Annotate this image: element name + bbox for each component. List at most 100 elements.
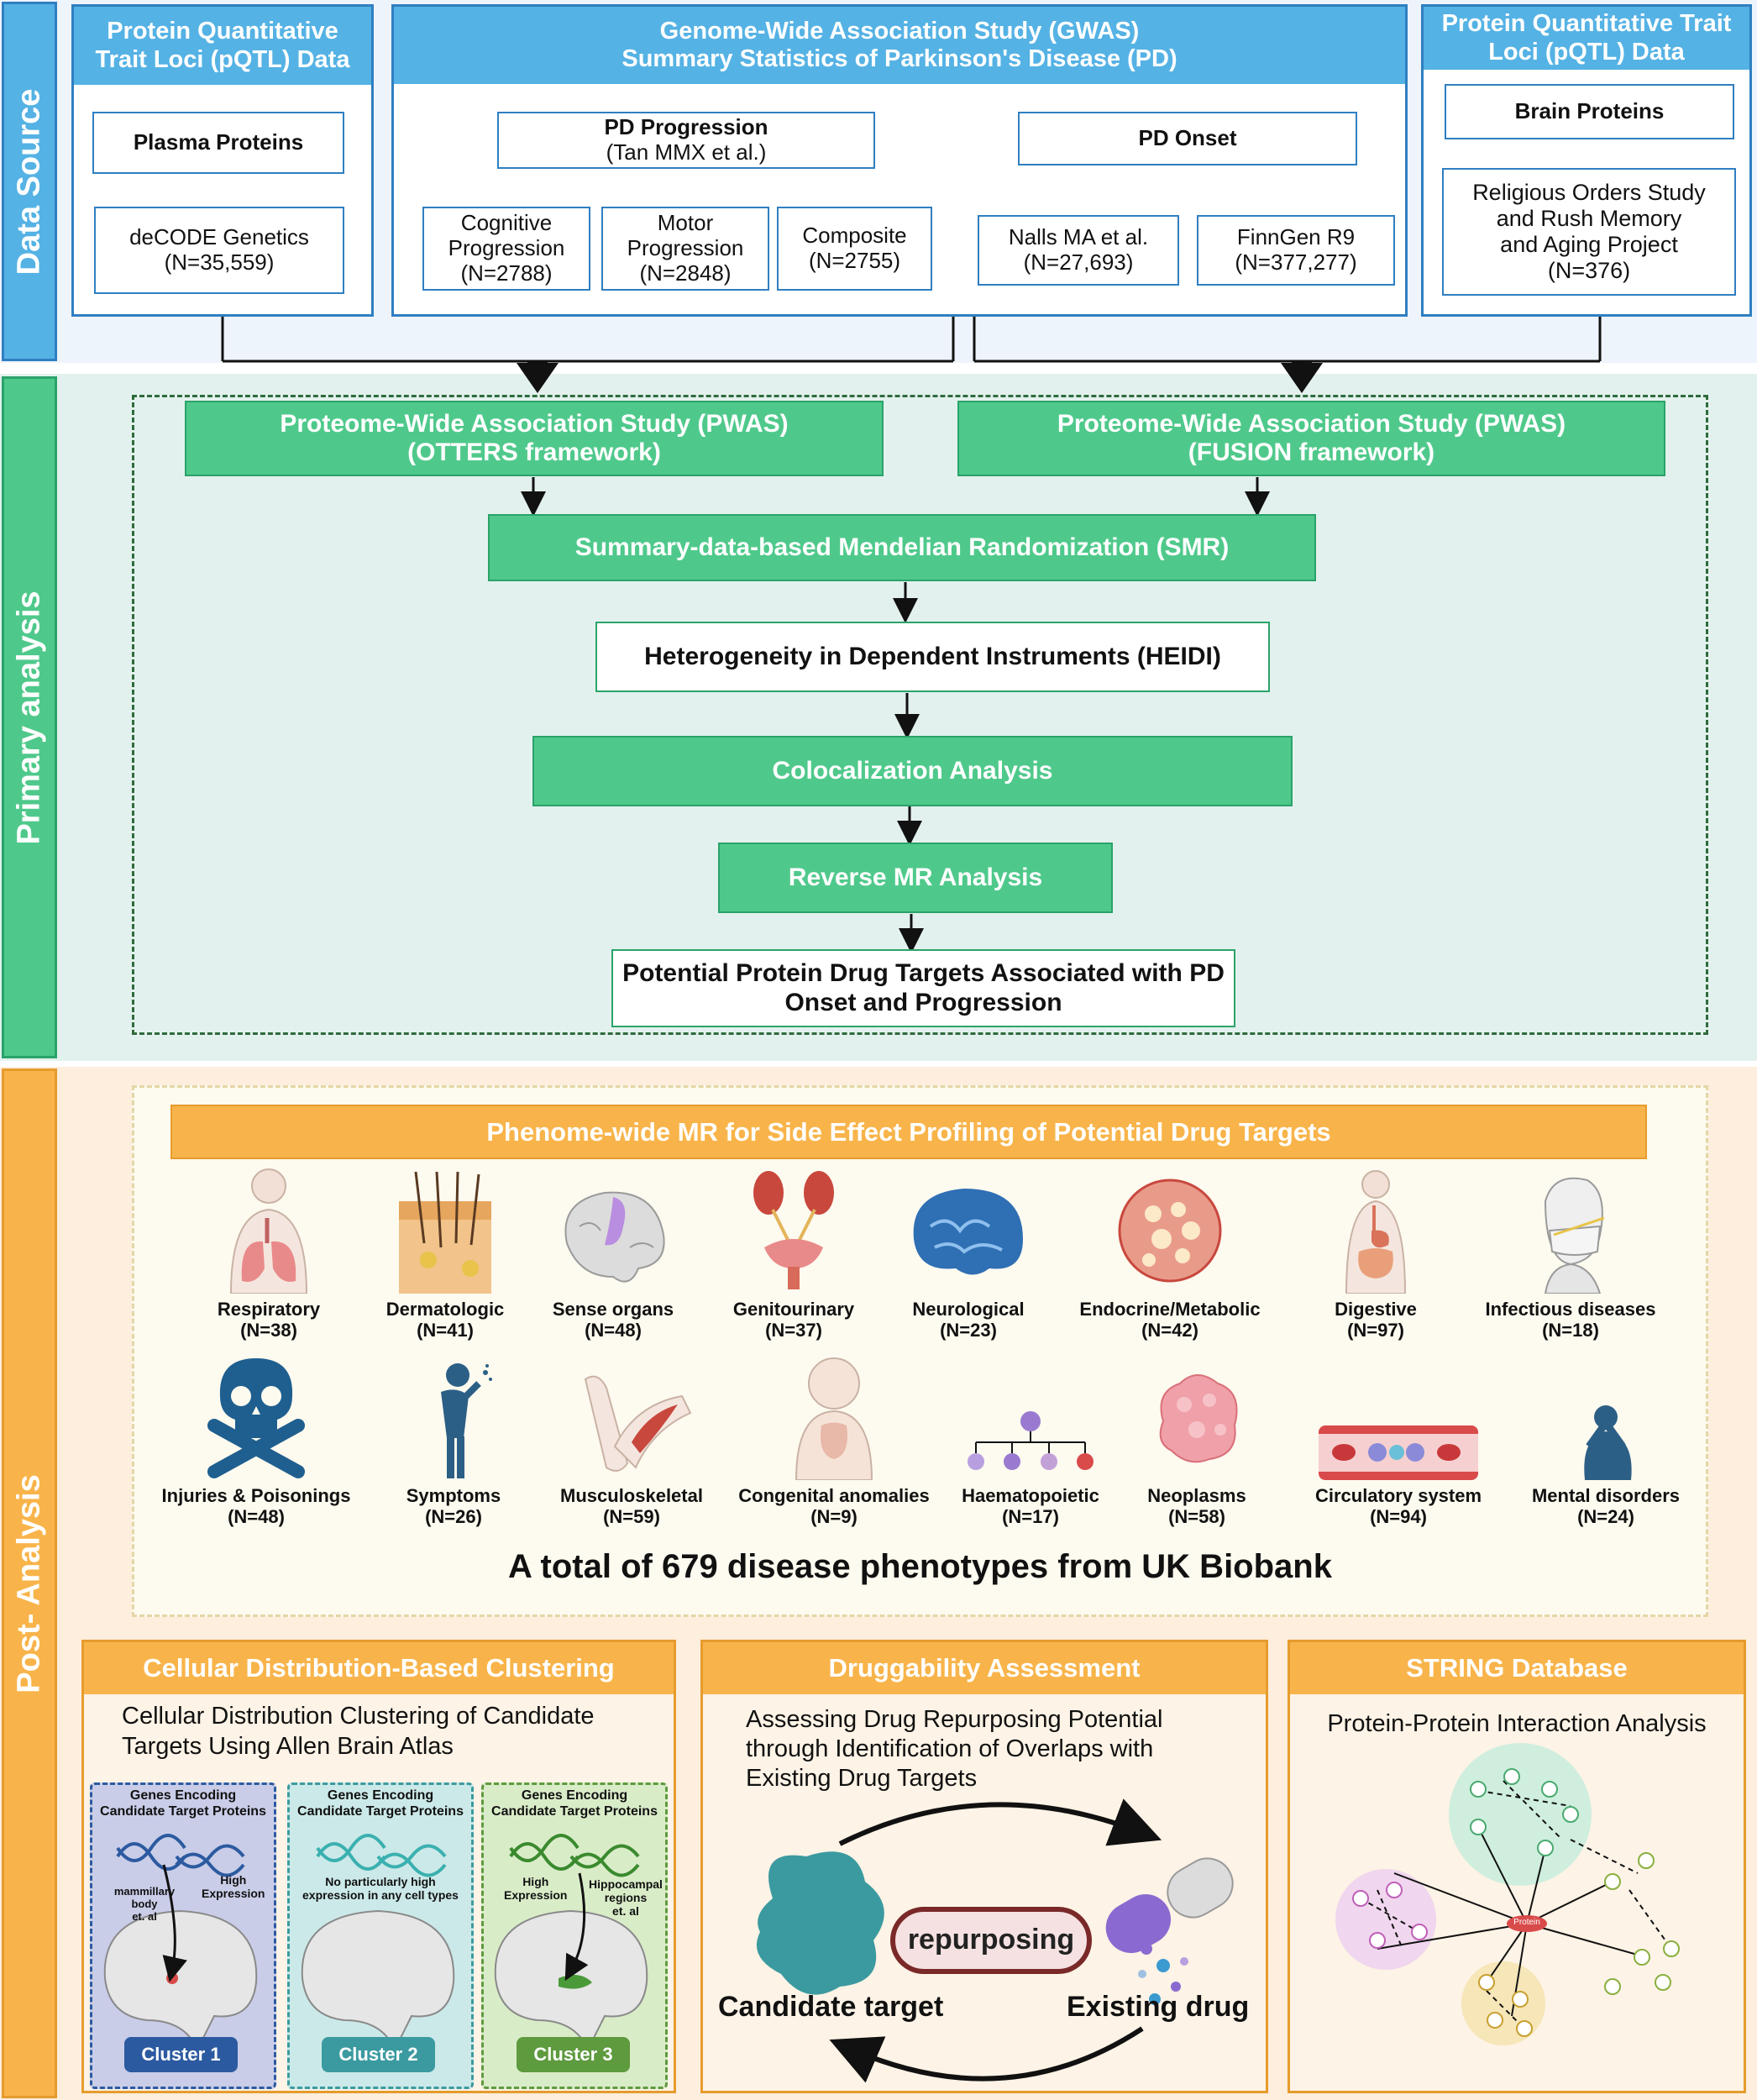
phenotype-count: (N=9)	[810, 1506, 858, 1528]
phewas-title: Phenome-wide MR for Side Effect Profilin…	[170, 1105, 1647, 1159]
phenotype-name: Neoplasms	[1147, 1485, 1246, 1506]
phenotype-digestive: Digestive (N=97)	[1271, 1168, 1481, 1341]
phenotype-count: (N=59)	[603, 1506, 660, 1528]
phenotype-name: Circulatory system	[1314, 1485, 1482, 1506]
phenotype-count: (N=48)	[228, 1506, 285, 1528]
phenotype-haematopoietic: Haematopoietic (N=17)	[926, 1354, 1135, 1528]
neuro-brain-icon	[913, 1189, 1023, 1275]
gwas-title: Genome-Wide Association Study (GWAS) Sum…	[394, 7, 1405, 84]
fat-cell-icon	[1118, 1179, 1222, 1283]
composite-box: Composite (N=2755)	[777, 207, 932, 291]
phenotype-count: (N=23)	[940, 1320, 997, 1341]
phenotype-name: Dermatologic	[385, 1299, 505, 1320]
tumor-icon	[1159, 1374, 1238, 1463]
pqtl-brain-title: Protein Quantitative Trait Loci (pQTL) D…	[1424, 7, 1749, 70]
phenotype-name: Endocrine/Metabolic	[1079, 1299, 1261, 1320]
cluster-1-region: mammillary body et. al	[113, 1885, 176, 1923]
phenotype-count: (N=97)	[1347, 1320, 1404, 1341]
phenotype-name: Digestive	[1335, 1299, 1417, 1320]
phenotype-name: Haematopoietic	[962, 1485, 1099, 1506]
smr-box: Summary-data-based Mendelian Randomizati…	[488, 514, 1316, 581]
phenotype-mental: Mental disorders (N=24)	[1501, 1354, 1711, 1528]
phenotype-injuries: Injuries & Poisonings (N=48)	[151, 1354, 361, 1528]
phenotype-sense-organs: Sense organs (N=48)	[508, 1168, 718, 1341]
phenotype-name: Neurological	[912, 1299, 1025, 1320]
phenotype-neurological: Neurological (N=23)	[863, 1168, 1073, 1341]
primary-analysis-band	[0, 374, 1757, 1061]
phenotype-name: Mental disorders	[1531, 1485, 1681, 1506]
phenotype-count: (N=38)	[240, 1320, 297, 1341]
phenotype-symptoms: Symptoms (N=26)	[349, 1354, 559, 1528]
cognitive-progression-box: Cognitive Progression (N=2788)	[422, 207, 590, 291]
dna-icon	[316, 1842, 386, 1871]
dna-icon	[116, 1842, 186, 1871]
existing-drug-label: Existing drug	[1067, 1991, 1250, 2023]
pqtl-plasma-title: Protein Quantitative Trait Loci (pQTL) D…	[74, 7, 371, 85]
side-label-primary: Primary analysis	[2, 376, 57, 1058]
phenotype-endocrine: Endocrine/Metabolic (N=42)	[1065, 1168, 1275, 1341]
phenotype-dermatologic: Dermatologic (N=41)	[340, 1168, 550, 1341]
phenotype-count: (N=42)	[1141, 1320, 1198, 1341]
phenotype-name: Genitourinary	[732, 1299, 855, 1320]
kidney-icon	[753, 1171, 834, 1289]
phenotype-count: (N=18)	[1542, 1320, 1599, 1341]
pwas-otters-box: Proteome-Wide Association Study (PWAS) (…	[185, 401, 884, 476]
reverse-mr-box: Reverse MR Analysis	[718, 843, 1113, 913]
string-description: Protein-Protein Interaction Analysis	[1327, 1710, 1707, 1738]
primary-dashed-frame	[132, 395, 1708, 1035]
phenotype-musculoskeletal: Musculoskeletal (N=59)	[527, 1354, 737, 1528]
cluster-2-label: Cluster 2	[322, 2037, 435, 2072]
heidi-box: Heterogeneity in Dependent Instruments (…	[595, 622, 1270, 692]
cluster-3-content: Genes Encoding Candidate Target Proteins	[491, 1788, 658, 1819]
phenotype-congenital: Congenital anomalies (N=9)	[729, 1354, 939, 1528]
motor-progression-box: Motor Progression (N=2848)	[601, 207, 769, 291]
lungs-icon	[229, 1168, 308, 1294]
phenotype-circulatory: Circulatory system (N=94)	[1293, 1354, 1503, 1528]
phenotype-count: (N=94)	[1370, 1506, 1427, 1528]
phenotype-count: (N=26)	[425, 1506, 482, 1528]
muscle-arm-icon	[584, 1375, 692, 1472]
phenotype-name: Congenital anomalies	[738, 1485, 930, 1506]
phenotype-name: Symptoms	[406, 1485, 501, 1506]
phenotype-neoplasms: Neoplasms (N=58)	[1092, 1354, 1302, 1528]
skin-icon	[399, 1171, 491, 1294]
pwas-fusion-box: Proteome-Wide Association Study (PWAS) (…	[957, 401, 1665, 476]
repurposing-badge: repurposing	[890, 1907, 1092, 1974]
decode-genetics-box: deCODE Genetics (N=35,559)	[94, 207, 344, 294]
cluster-1-label: Cluster 1	[124, 2037, 238, 2072]
protein-icon	[756, 1851, 884, 1995]
side-label-data-source: Data Source	[2, 2, 57, 361]
capsule-icon	[1105, 1857, 1234, 1953]
mask-person-icon	[1544, 1177, 1605, 1294]
phenotype-count: (N=41)	[417, 1320, 474, 1341]
colocalization-box: Colocalization Analysis	[532, 736, 1293, 806]
sad-person-icon	[1584, 1405, 1632, 1480]
nalls-box: Nalls MA et al. (N=27,693)	[978, 215, 1179, 286]
pd-progression-box: PD Progression (Tan MMX et al.)	[497, 112, 875, 169]
total-phenotypes-text: A total of 679 disease phenotypes from U…	[508, 1548, 1332, 1585]
phenotype-count: (N=37)	[765, 1320, 822, 1341]
candidate-target-label: Candidate target	[718, 1991, 944, 2023]
brain-sense-icon	[564, 1191, 665, 1283]
cluster-2-note: No particularly high expression in any c…	[302, 1875, 459, 1903]
phenotype-name: Injuries & Poisonings	[161, 1485, 351, 1506]
cluster-1-content: Genes Encoding Candidate Target Proteins	[100, 1788, 266, 1819]
phenotype-name: Respiratory	[217, 1299, 321, 1320]
phenotype-genitourinary: Genitourinary (N=37)	[689, 1168, 899, 1341]
blood-cells-icon	[968, 1411, 1094, 1470]
side-label-post: Post- Analysis	[2, 1068, 57, 2098]
phenotype-respiratory: Respiratory (N=38)	[164, 1168, 374, 1341]
phenotype-name: Infectious diseases	[1485, 1299, 1656, 1320]
phewas-dashed-frame	[132, 1085, 1708, 1617]
string-title: STRING Database	[1290, 1642, 1744, 1694]
phenotype-name: Musculoskeletal	[560, 1485, 703, 1506]
finngen-box: FinnGen R9 (N=377,277)	[1197, 215, 1395, 286]
plasma-proteins-box: Plasma Proteins	[92, 112, 344, 174]
phenotype-count: (N=58)	[1168, 1506, 1225, 1528]
pd-onset-box: PD Onset	[1018, 112, 1357, 165]
baby-icon	[795, 1357, 873, 1480]
coughing-person-icon	[441, 1363, 492, 1478]
brain-proteins-box: Brain Proteins	[1445, 84, 1734, 139]
